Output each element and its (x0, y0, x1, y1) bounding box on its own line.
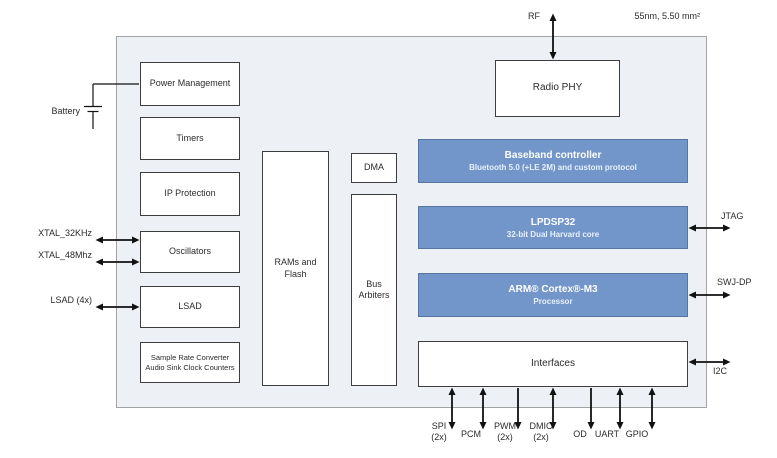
lsad-4x-label: LSAD (4x) (50, 295, 92, 305)
core-title: ARM® Cortex®-M3 (508, 284, 598, 295)
port-label: PCM (461, 429, 481, 439)
core-subtitle: Bluetooth 5.0 (+LE 2M) and custom protoc… (469, 163, 637, 172)
block-timers: Timers (140, 117, 240, 160)
block-label: Bus Arbiters (358, 278, 390, 300)
block-interfaces: Interfaces (418, 341, 688, 387)
port-uart: UART (585, 429, 629, 440)
block-label-line1: Sample Rate Converter (150, 352, 230, 362)
swj-dp-label: SWJ-DP (717, 277, 752, 287)
xtal-32khz-label: XTAL_32KHz (38, 228, 92, 238)
rf-label: RF (528, 11, 540, 21)
block-label: RAMs and Flash (274, 257, 317, 279)
block-label: Interfaces (531, 357, 575, 369)
port-sub: (2x) (431, 431, 447, 442)
block-label: IP Protection (164, 188, 216, 199)
block-label-line2: Audio Sink Clock Counters (145, 362, 235, 372)
process-note: 55nm, 5.50 mm² (634, 11, 700, 21)
port-pcm: PCM (449, 429, 493, 440)
port-sub: (2x) (497, 431, 513, 442)
jtag-label: JTAG (721, 211, 744, 221)
battery-label: Battery (51, 106, 80, 116)
block-label: Oscillators (168, 246, 211, 257)
core-baseband-controller: Baseband controller Bluetooth 5.0 (+LE 2… (418, 139, 688, 183)
port-label: PWM (494, 421, 516, 431)
block-label: DMA (364, 162, 384, 173)
port-spi: SPI (2x) (417, 421, 461, 443)
core-subtitle: 32-bit Dual Harvard core (506, 229, 600, 239)
port-label: DMIC (529, 421, 553, 431)
block-dma: DMA (351, 153, 397, 183)
core-arm-cortex-m3: ARM® Cortex®-M3 Processor (418, 273, 688, 317)
port-label: UART (594, 429, 620, 439)
block-oscillators: Oscillators (140, 231, 240, 273)
port-sub: (2x) (533, 431, 549, 442)
core-title: LPDSP32 (530, 216, 576, 228)
block-power-management: Power Management (140, 62, 240, 106)
block-label: Timers (176, 132, 204, 143)
port-gpio: GPIO (615, 429, 659, 440)
core-title: Baseband controller (504, 150, 602, 161)
block-rams-and-flash: RAMs and Flash (262, 151, 329, 386)
xtal-48mhz-label: XTAL_48Mhz (38, 250, 92, 260)
block-sample-rate-converter: Sample Rate Converter Audio Sink Clock C… (140, 342, 240, 383)
block-radio-phy: Radio PHY (495, 60, 620, 117)
block-lsad: LSAD (140, 286, 240, 328)
port-od: OD (558, 429, 602, 440)
block-bus-arbiters: Bus Arbiters (351, 194, 397, 386)
port-label: SPI (431, 421, 447, 431)
port-pwm: PWM (2x) (483, 421, 527, 443)
i2c-label: I2C (713, 366, 728, 376)
core-lpdsp32: LPDSP32 32-bit Dual Harvard core (418, 206, 688, 249)
port-label: GPIO (625, 429, 649, 439)
block-label: Power Management (149, 78, 231, 89)
port-dmic: DMIC (2x) (519, 421, 563, 443)
block-ip-protection: IP Protection (140, 172, 240, 216)
port-label: OD (573, 429, 587, 439)
core-subtitle: Processor (533, 297, 573, 306)
block-label: Radio PHY (532, 82, 583, 94)
block-label: LSAD (178, 301, 202, 312)
